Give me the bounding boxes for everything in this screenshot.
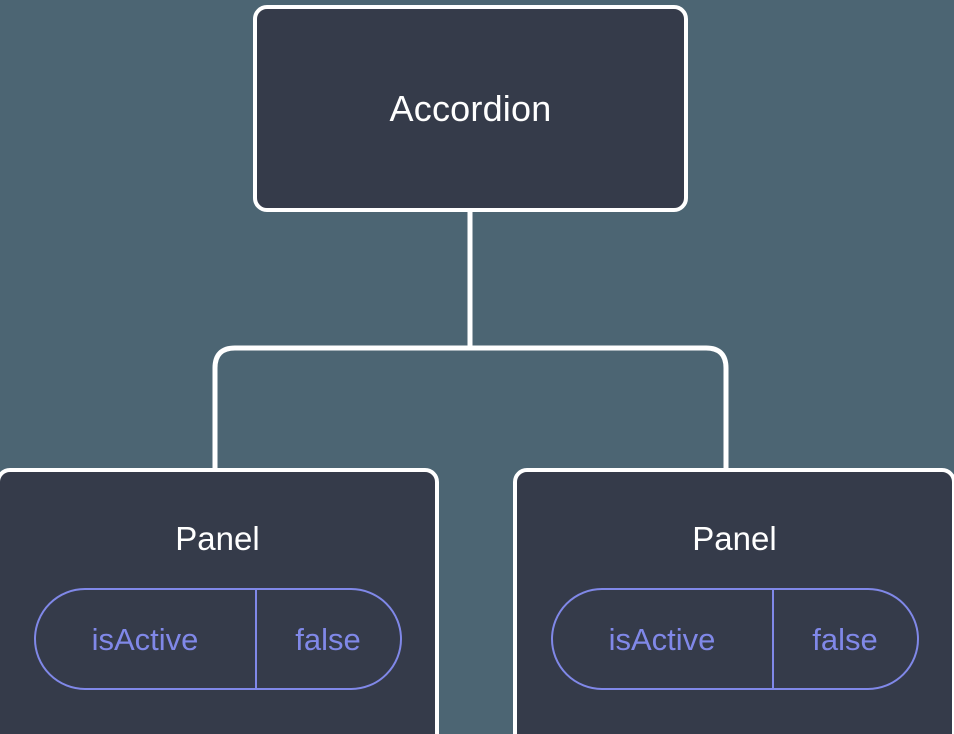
prop-pill[interactable]: isActive false — [33, 588, 402, 690]
prop-value: false — [771, 590, 917, 688]
edge-to-panel-left — [212, 345, 470, 470]
prop-key: isActive — [91, 621, 199, 657]
tree-node-accordion[interactable]: Accordion — [253, 5, 688, 212]
node-label: Panel — [175, 520, 260, 557]
prop-pill[interactable]: isActive false — [550, 588, 919, 690]
prop-key: isActive — [608, 621, 716, 657]
prop-value: false — [254, 590, 400, 688]
tree-node-panel-2[interactable]: Panel isActive false — [513, 468, 954, 734]
node-label: Panel — [692, 520, 777, 557]
edge-to-panel-right — [470, 345, 729, 470]
tree-node-panel-1[interactable]: Panel isActive false — [0, 468, 439, 734]
node-label: Accordion — [389, 87, 552, 129]
